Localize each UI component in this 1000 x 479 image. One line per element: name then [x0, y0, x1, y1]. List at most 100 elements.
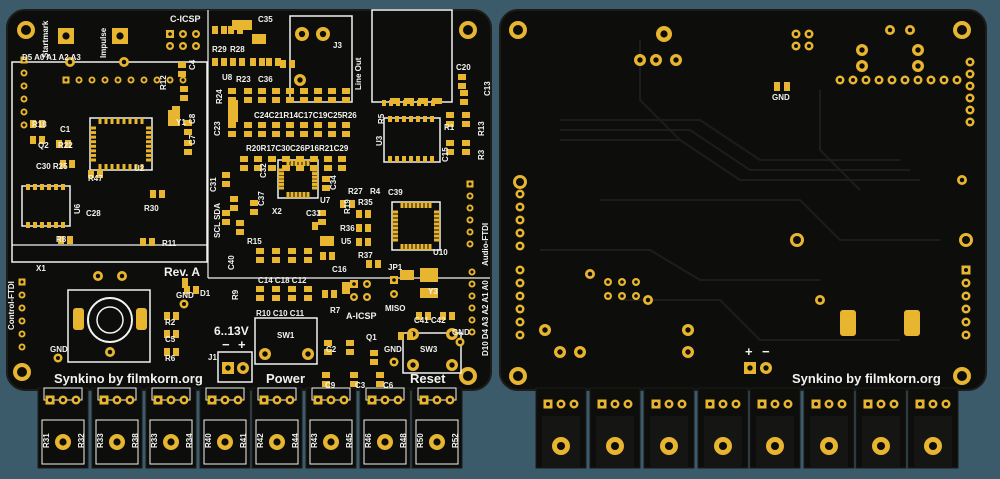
label-c20: C20 [456, 63, 471, 72]
smd-pad [300, 131, 308, 137]
smd-pad [304, 248, 312, 254]
smd-pad [184, 120, 192, 126]
smd-pad [416, 312, 422, 320]
smd-pad [408, 202, 412, 208]
label-pins-left: D5 A0 A1 A2 A3 [22, 53, 81, 62]
smd-pad [90, 149, 96, 153]
smd-pad [230, 205, 238, 211]
drill-hole [59, 438, 67, 446]
label-q1: Q1 [366, 333, 377, 342]
label-gnd-a: GND [176, 291, 194, 300]
smd-pad [400, 202, 404, 208]
label-r28: R28 [230, 45, 245, 54]
smd-pad [322, 176, 330, 182]
drill-hole [457, 339, 463, 345]
smd-pad [300, 97, 308, 103]
drill-hole [891, 401, 897, 407]
drill-hole [634, 294, 638, 298]
smd-pad [434, 226, 440, 230]
drill-hole [168, 44, 172, 48]
drill-hole [468, 230, 472, 234]
encoder-pad [73, 308, 84, 330]
smd-pad [328, 97, 336, 103]
drill-hole [447, 397, 453, 403]
drill-hole [517, 243, 523, 249]
smd-pad [304, 257, 312, 263]
smd-pad [356, 238, 362, 246]
smd-pad [47, 222, 51, 228]
drill-hole [793, 31, 799, 37]
smd-pad [244, 131, 252, 137]
smd-pad [184, 149, 192, 155]
drill-hole [225, 365, 231, 371]
smd-pad [90, 158, 96, 162]
label-c35: C35 [258, 15, 273, 24]
smd-pad [434, 238, 440, 242]
sw3-outline [402, 332, 462, 374]
smd-pad [104, 118, 108, 124]
smd-pad [328, 122, 336, 128]
label-u5: U5 [341, 237, 352, 246]
smd-pad [250, 58, 256, 66]
drill-hole [319, 30, 327, 38]
drill-hole [620, 280, 624, 284]
drill-hole [167, 438, 175, 446]
drill-hole [826, 401, 832, 407]
smd-pad [446, 149, 454, 155]
smd-pad [400, 270, 414, 280]
smd-pad [280, 60, 286, 68]
drill-hole [468, 218, 472, 222]
smd-pad [420, 288, 438, 298]
smd-pad [272, 122, 280, 128]
label-c28: C28 [86, 209, 101, 218]
switch-pad [840, 310, 856, 336]
drill-hole [20, 319, 24, 323]
smd-pad [306, 160, 310, 166]
smd-pad [382, 100, 386, 106]
smd-pad [304, 286, 312, 292]
drill-hole [763, 365, 769, 371]
smd-pad [288, 286, 296, 292]
drill-hole [240, 365, 246, 371]
smd-pad [258, 97, 266, 103]
smd-pad [314, 122, 322, 128]
drill-hole [707, 401, 713, 407]
smd-pad [342, 88, 350, 94]
smd-pad [425, 312, 431, 320]
drill-hole [222, 397, 228, 403]
smd-pad [40, 222, 44, 228]
smd-pad [304, 295, 312, 301]
drill-hole [168, 397, 174, 403]
drill-hole [747, 365, 753, 371]
slot-label-right: R38 [131, 433, 140, 448]
smd-pad [462, 112, 470, 118]
smd-pad [462, 149, 470, 155]
smd-pad [423, 116, 427, 122]
smd-pad [110, 164, 114, 170]
drill-hole [625, 401, 631, 407]
smd-pad [395, 156, 399, 162]
label-footer-power: Power [266, 371, 305, 386]
smd-pad [376, 372, 384, 378]
front-tab-frame [149, 419, 193, 465]
drill-hole [121, 59, 127, 65]
smd-pad [184, 140, 192, 146]
smd-pad [420, 268, 438, 282]
smd-pad [90, 126, 96, 130]
slot-label-left: R42 [256, 433, 265, 448]
smd-pad [26, 222, 30, 228]
slot-label-right: R52 [451, 433, 460, 448]
smd-pad [346, 340, 354, 346]
smd-pad [146, 126, 152, 130]
drill-hole [963, 293, 969, 299]
smd-pad [228, 100, 238, 122]
drill-hole [545, 401, 551, 407]
label-a-icsp: A-ICSP [346, 311, 377, 321]
front-tab-frame [363, 419, 407, 465]
smd-pad [47, 184, 51, 190]
smd-pad [424, 202, 428, 208]
drill-hole [298, 30, 306, 38]
label-r1: R1 [444, 123, 455, 132]
smd-pad [365, 224, 371, 232]
smd-pad [134, 118, 138, 124]
